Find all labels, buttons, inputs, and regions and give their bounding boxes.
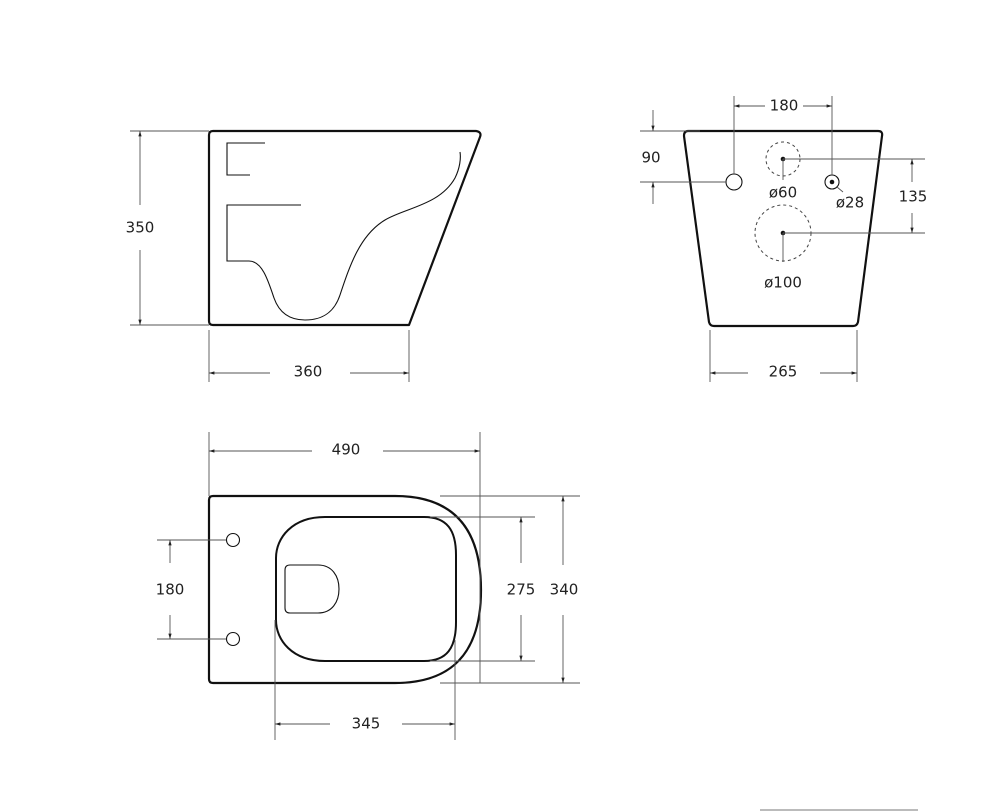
dim-seat-width: 275 xyxy=(507,581,536,599)
bolt-hole xyxy=(225,631,241,647)
dim-height: 350 xyxy=(126,219,155,237)
label-inlet: ø60 xyxy=(769,184,797,202)
label-pin: ø28 xyxy=(836,194,864,212)
dim-front-width: 265 xyxy=(769,363,798,381)
dim-seat-length: 345 xyxy=(352,715,381,733)
dim-hole-spacing: 180 xyxy=(770,97,799,115)
front-view: 180 90 135 ø60 ø28 ø100 265 xyxy=(640,96,927,382)
dim-hole-offset: 90 xyxy=(641,149,660,167)
side-inlet xyxy=(226,142,265,176)
top-outline xyxy=(207,494,483,685)
side-view: 350 360 xyxy=(126,129,482,382)
front-outline xyxy=(682,129,884,328)
dim-overall-width: 340 xyxy=(550,581,579,599)
side-outline xyxy=(207,129,482,327)
dim-width: 360 xyxy=(294,363,323,381)
top-view: 490 180 275 340 345 xyxy=(156,432,580,740)
dim-bolt-spacing: 180 xyxy=(156,581,185,599)
bowl-opening xyxy=(284,564,340,614)
bolt-hole xyxy=(725,173,743,191)
bolt-hole xyxy=(225,532,241,548)
label-outlet: ø100 xyxy=(764,274,802,292)
dim-inlet-spacing: 135 xyxy=(899,188,928,206)
side-trap xyxy=(226,151,461,321)
seat-rim xyxy=(275,516,457,662)
dim-length: 490 xyxy=(332,441,361,459)
